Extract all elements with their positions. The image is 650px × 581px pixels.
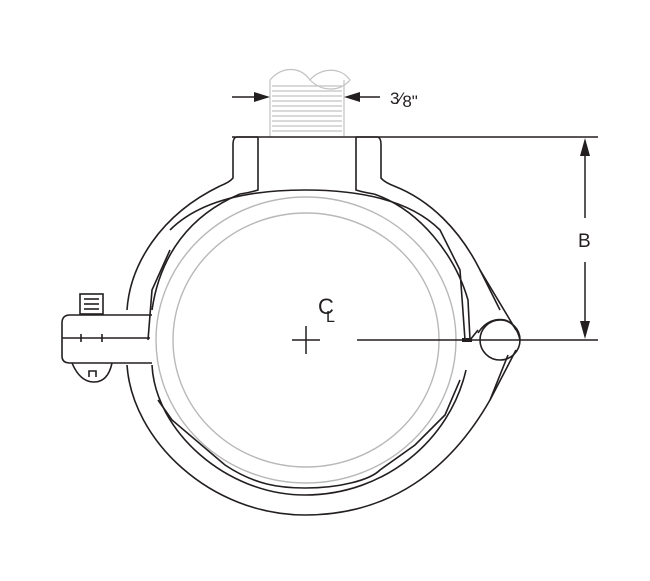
dimension-b: B — [578, 138, 591, 339]
rod-width-dimension: 3⁄8" — [232, 89, 418, 111]
clamp-bolt-ear — [61, 293, 152, 383]
arrow-right-icon — [254, 92, 270, 102]
center-mark: C L — [292, 294, 598, 354]
bolt-nut-icon — [79, 293, 104, 315]
dimension-b-label: B — [578, 231, 591, 252]
centerline-l-label: L — [326, 309, 335, 326]
rod-size-label: 3⁄8" — [390, 89, 418, 111]
centerline-c-label: C — [318, 294, 334, 319]
threaded-rod — [269, 68, 351, 137]
arrow-left-icon — [344, 92, 360, 102]
rod-threads — [272, 85, 342, 132]
clamp-hinge-pin — [469, 269, 521, 401]
strap-joint — [462, 338, 472, 342]
clamp-body — [126, 136, 598, 516]
arrow-up-icon — [580, 138, 590, 156]
arrow-down-icon — [580, 321, 590, 339]
bolt-head-icon — [71, 362, 113, 383]
